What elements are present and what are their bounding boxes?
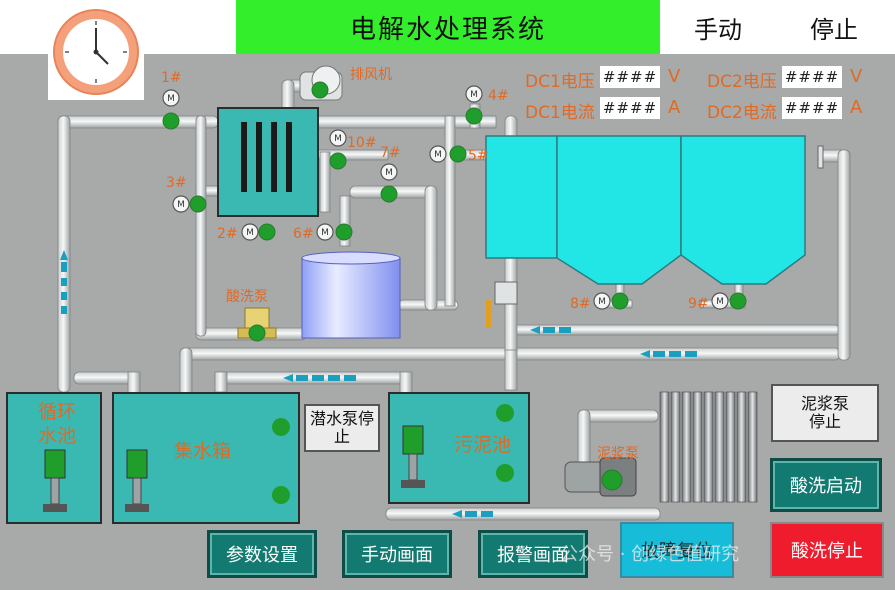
valve-3-label: 3# <box>166 175 187 191</box>
valve-9-label: 9# <box>688 296 709 312</box>
svg-text:M: M <box>167 94 175 104</box>
svg-text:M: M <box>321 228 329 238</box>
dc2-voltage-unit: V <box>850 66 863 87</box>
dc2-current-label: DC2电流 <box>707 103 777 123</box>
valve-2-label: 2# <box>217 226 238 242</box>
dc1-current-value: #### <box>600 97 660 119</box>
valve-8-label: 8# <box>570 296 591 312</box>
svg-text:M: M <box>470 90 478 100</box>
dc2-current-value: #### <box>782 97 842 119</box>
svg-text:M: M <box>598 297 606 307</box>
valve-4-label: 4# <box>488 88 509 104</box>
param-settings-button[interactable]: 参数设置 <box>207 530 317 578</box>
stop-button[interactable]: 停止 <box>784 0 884 54</box>
svg-text:M: M <box>385 168 393 178</box>
valve-6-label: 6# <box>293 226 314 242</box>
circulation-tank: 循环水池 <box>6 392 102 524</box>
dc1-voltage-value: #### <box>600 66 660 88</box>
dc2-voltage-value: #### <box>782 66 842 88</box>
valve-10-label: 10# <box>347 135 377 151</box>
clock-icon <box>48 4 144 100</box>
watermark: 公众号 · 创绿色值研究 <box>560 544 740 565</box>
svg-text:M: M <box>716 297 724 307</box>
sludge-tank-label: 污泥池 <box>454 434 512 456</box>
pickling-start-button[interactable]: 酸洗启动 <box>770 458 882 512</box>
collection-tank: 集水箱 <box>112 392 300 524</box>
dc1-voltage-label: DC1电压 <box>525 72 595 92</box>
pump-icon <box>124 448 150 514</box>
svg-text:M: M <box>177 200 185 210</box>
dc2-current-unit: A <box>850 97 863 118</box>
level-indicator <box>496 404 514 422</box>
sludge-tank: 污泥池 <box>388 392 530 504</box>
svg-text:M: M <box>334 134 342 144</box>
electrolytic-cell <box>217 107 319 217</box>
pickling-stop-button[interactable]: 酸洗停止 <box>770 522 884 578</box>
exhaust-fan-label: 排风机 <box>350 67 392 83</box>
dc1-current-unit: A <box>668 97 681 118</box>
sludge-pump-label: 泥浆泵 <box>597 446 639 462</box>
pickling-pump-label: 酸洗泵 <box>226 289 268 305</box>
dc1-current-label: DC1电流 <box>525 103 595 123</box>
pump-icon <box>400 424 426 490</box>
circulation-tank-label: 循环水池 <box>38 401 77 447</box>
manual-mode-button[interactable]: 手动 <box>668 0 768 54</box>
submersible-pump-stop-button[interactable]: 潜水泵停止 <box>304 404 380 452</box>
pump-icon <box>42 448 68 512</box>
valve-5-label: 5# <box>468 148 489 164</box>
valve-1-label: 1# <box>161 70 182 86</box>
alarm-screen-button[interactable]: 报警画面 <box>478 530 588 578</box>
level-indicator <box>272 418 290 436</box>
level-indicator <box>496 464 514 482</box>
level-indicator <box>272 486 290 504</box>
dc2-voltage-label: DC2电压 <box>707 72 777 92</box>
valve-7-label: 7# <box>380 145 401 161</box>
collection-tank-label: 集水箱 <box>174 440 232 462</box>
fault-reset-button[interactable]: 故障复位 <box>620 522 734 578</box>
page-title: 电解水处理系统 <box>236 0 660 54</box>
svg-text:M: M <box>434 150 442 160</box>
dc1-voltage-unit: V <box>668 66 681 87</box>
manual-screen-button[interactable]: 手动画面 <box>342 530 452 578</box>
sludge-pump-stop-button[interactable]: 泥浆泵停止 <box>771 384 879 442</box>
svg-text:M: M <box>246 228 254 238</box>
